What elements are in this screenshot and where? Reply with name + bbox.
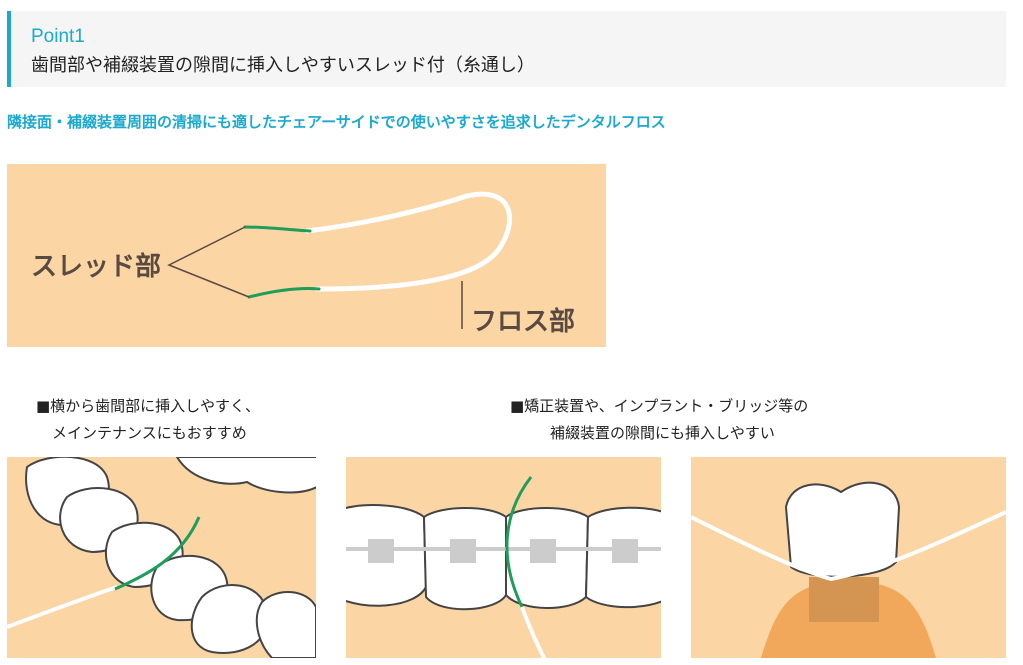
floss-diagram-illustration xyxy=(167,191,512,329)
floss-diagram: スレッド部 フロス部 xyxy=(7,164,606,347)
implant-illustration xyxy=(691,457,1006,658)
point-title: 歯間部や補綴装置の隙間に挿入しやすいスレッド付（糸通し） xyxy=(31,55,535,76)
caption-left-line-2: メインテナンスにもおすすめ xyxy=(52,424,247,442)
caption-right-line-2: 補綴装置の隙間にも挿入しやすい xyxy=(550,424,775,442)
thread-label: スレッド部 xyxy=(31,252,162,282)
subtitle: 隣接面・補綴装置周囲の清掃にも適したチェアーサイドでの使いやすさを追求したデンタ… xyxy=(7,113,666,131)
side-teeth-image xyxy=(7,457,316,658)
implant-image xyxy=(691,481,1006,658)
side-teeth-illustration xyxy=(7,457,316,658)
braces-illustration xyxy=(346,457,661,658)
point-label: Point1 xyxy=(31,26,85,47)
caption-left: ■横から歯間部に挿入しやすく、 メインテナンスにもおすすめ xyxy=(36,393,260,447)
floss-label: フロス部 xyxy=(471,307,576,337)
braces-image xyxy=(346,476,661,658)
caption-left-line-1: ■横から歯間部に挿入しやすく、 xyxy=(36,397,261,415)
caption-right-line-1: ■矯正装置や、インプラント・ブリッジ等の xyxy=(510,397,809,415)
point-header: Point1 歯間部や補綴装置の隙間に挿入しやすいスレッド付（糸通し） xyxy=(7,11,1006,87)
caption-right: ■矯正装置や、インプラント・ブリッジ等の 補綴装置の隙間にも挿入しやすい xyxy=(510,393,808,447)
